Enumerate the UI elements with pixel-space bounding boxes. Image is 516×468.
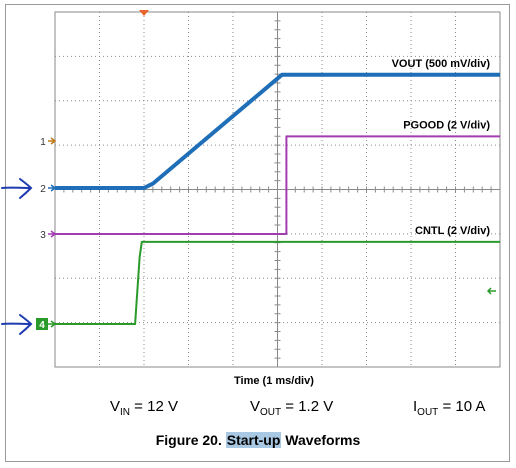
series-trace-2 [55, 72, 500, 190]
figure-frame [5, 4, 510, 462]
channel-marker-arrow-2 [48, 184, 57, 192]
condition-vout: VOUT = 1.2 V [250, 398, 334, 418]
series-label-2: VOUT (500 mV/div) [392, 58, 491, 70]
caption-highlight: Start-up [225, 432, 282, 448]
channel-marker-3: 3 [40, 230, 46, 241]
series-trace-3 [55, 135, 500, 235]
condition-iout: IOUT = 10 A [413, 398, 486, 418]
channel-marker-4: 4 [39, 320, 45, 331]
ch4-offset-indicator [486, 287, 496, 295]
series-label-4: CNTL (2 V/div) [415, 225, 490, 237]
figure-caption: Figure 20. Start-up Waveforms [155, 432, 361, 448]
annotation-arrow-ch2 [1, 178, 33, 199]
annotation-arrow-ch4 [1, 314, 33, 335]
channel-marker-arrow-4 [48, 320, 57, 328]
trigger-marker [139, 10, 149, 16]
condition-vin: VIN = 12 V [110, 398, 178, 418]
channel-marker-arrow-3 [48, 230, 57, 238]
channel-marker-arrow-1 [48, 137, 57, 145]
x-axis-label: Time (1 ms/div) [234, 375, 314, 387]
series-trace-4 [55, 240, 500, 325]
channel-marker-1: 1 [40, 137, 46, 148]
channel-marker-box-4 [36, 318, 48, 330]
channel-marker-2: 2 [40, 184, 46, 195]
series-label-3: PGOOD (2 V/div) [403, 119, 490, 131]
